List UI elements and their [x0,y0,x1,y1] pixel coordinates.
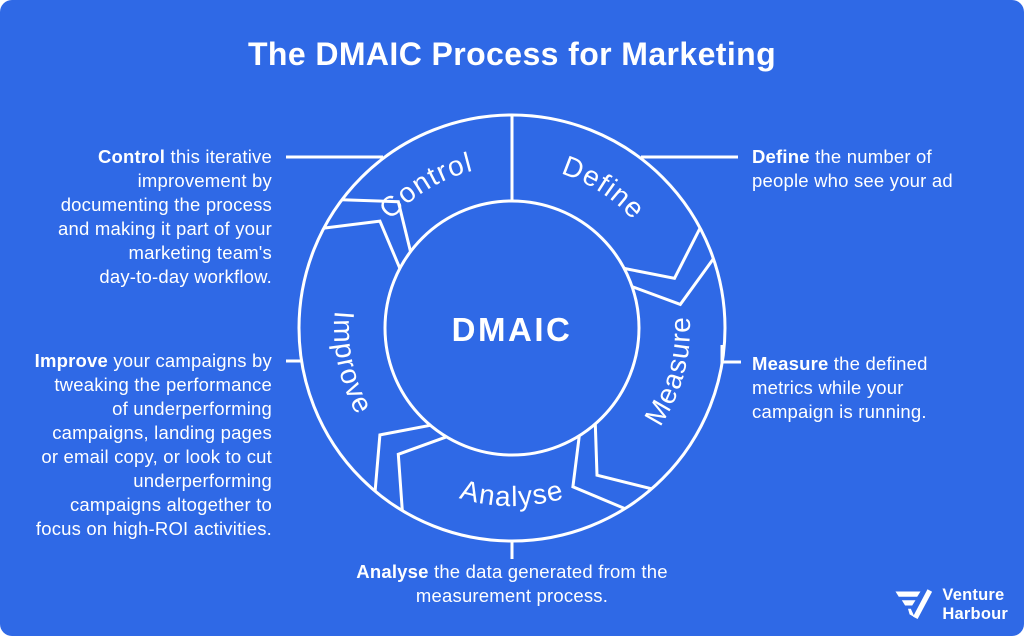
flow-arrow-analyse-improve [373,423,448,511]
annotation-define: Define the number of people who see your… [752,145,953,193]
annotation-line: documenting the process [60,194,272,215]
segment-label-define: Define [558,150,651,225]
annotation-line: Control this iterative [58,145,272,169]
annotation-text: the number of [809,146,932,167]
annotation-line: campaigns, landing pages [52,422,272,443]
venture-harbour-logo-icon [895,589,933,620]
segment-label-improve: Improve [328,310,380,419]
annotation-line: marketing team's [128,242,272,263]
annotation-text: this iterative [165,146,272,167]
annotation-text: the defined [828,353,928,374]
annotation-line: or email copy, or look to cut [41,446,272,467]
segment-label-analyse: Analyse [457,474,567,512]
logo-word-line1: Venture [942,586,1005,604]
annotation-line: Define the number of [752,145,953,169]
annotation-line: of underperforming [112,398,272,419]
logo-wordmark: Venture Harbour [942,586,1008,624]
diagram-center-label: DMAIC [452,311,573,348]
annotation-line: and making it part of your [58,218,272,239]
annotation-lead-analyse: Analyse [356,561,429,582]
annotation-line: improvement by [137,170,272,191]
logo-word-line2: Harbour [942,605,1008,623]
flow-arrow-improve-control [323,198,412,269]
annotation-analyse: Analyse the data generated from the meas… [0,560,1024,608]
annotation-line: focus on high-ROI activities. [35,518,272,539]
annotation-line: underperforming [133,470,272,491]
annotation-line: Measure the defined [752,352,928,376]
page-title: The DMAIC Process for Marketing [247,36,777,72]
annotation-text: your campaigns by [107,350,272,371]
annotation-text: the data generated from the [428,561,668,582]
annotation-line: Improve your campaigns by [35,349,272,373]
annotation-lead-improve: Improve [34,350,108,371]
annotation-line: metrics while your [752,377,904,398]
annotation-line: people who see your ad [752,170,953,191]
annotation-lead-control: Control [97,146,166,167]
connector-measure [720,345,741,364]
segment-label-measure: Measure [638,316,696,431]
annotation-control: Control this iterative improvement by do… [58,145,272,289]
annotation-measure: Measure the defined metrics while your c… [752,352,928,424]
annotation-line: campaign is running. [752,401,927,422]
annotation-line: day-to-day workflow. [99,266,272,287]
annotation-lead-measure: Measure [752,353,829,374]
flow-arrow-measure-analyse [571,423,653,510]
annotation-line: campaigns altogether to [69,494,272,515]
annotation-line: Analyse the data generated from the [0,560,1024,584]
annotation-lead-define: Define [752,146,810,167]
venture-harbour-logo: Venture Harbour [893,586,1008,624]
annotation-line: measurement process. [415,585,609,606]
annotation-line: tweaking the performance [54,374,272,395]
flow-arrow-define-measure [623,227,715,307]
annotation-improve: Improve your campaigns by tweaking the p… [35,349,272,541]
